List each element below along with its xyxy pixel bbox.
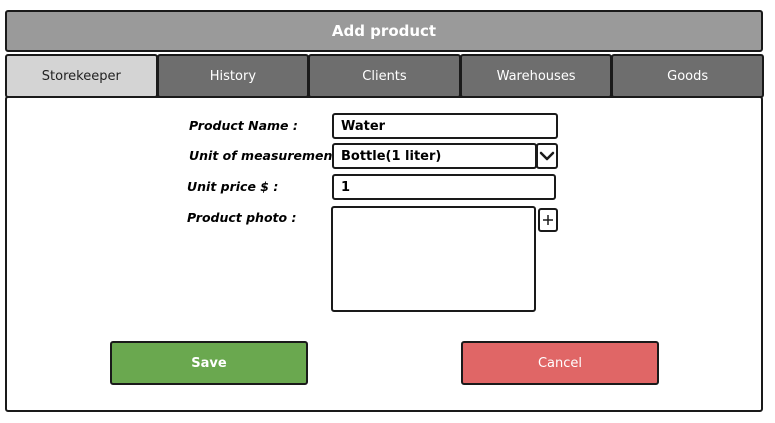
unit-of-measurement-label: Unit of measurement : <box>189 148 348 163</box>
chevron-down-icon <box>539 151 555 161</box>
tab-label: Storekeeper <box>41 68 121 84</box>
tab-goods[interactable]: Goods <box>611 54 764 98</box>
save-button[interactable]: Save <box>110 341 308 385</box>
form-panel: Product Name : Unit of measurement : Bot… <box>5 96 763 412</box>
unit-select-value: Bottle(1 liter) <box>341 148 442 164</box>
plus-icon <box>543 215 553 225</box>
tab-clients[interactable]: Clients <box>308 54 461 98</box>
cancel-button[interactable]: Cancel <box>461 341 659 385</box>
tab-bar: Storekeeper History Clients Warehouses G… <box>5 54 764 98</box>
save-button-label: Save <box>191 355 227 371</box>
unit-price-label: Unit price $ : <box>187 179 279 194</box>
tab-label: Goods <box>667 68 709 84</box>
tab-label: Clients <box>362 68 407 84</box>
add-photo-button[interactable] <box>538 208 558 232</box>
unit-select[interactable]: Bottle(1 liter) <box>332 143 537 169</box>
window-title-bar: Add product <box>5 10 763 52</box>
tab-storekeeper[interactable]: Storekeeper <box>5 54 158 98</box>
product-name-input[interactable] <box>332 113 558 139</box>
window-title: Add product <box>331 22 437 40</box>
tab-warehouses[interactable]: Warehouses <box>459 54 613 98</box>
tab-label: History <box>209 68 257 84</box>
product-photo-label: Product photo : <box>187 210 297 225</box>
cancel-button-label: Cancel <box>537 355 583 371</box>
tab-label: Warehouses <box>496 68 576 84</box>
unit-dropdown-button[interactable] <box>536 143 558 169</box>
tab-history[interactable]: History <box>156 54 310 98</box>
product-photo-area[interactable] <box>331 206 536 312</box>
unit-price-input[interactable] <box>332 174 556 200</box>
product-name-label: Product Name : <box>189 118 298 133</box>
